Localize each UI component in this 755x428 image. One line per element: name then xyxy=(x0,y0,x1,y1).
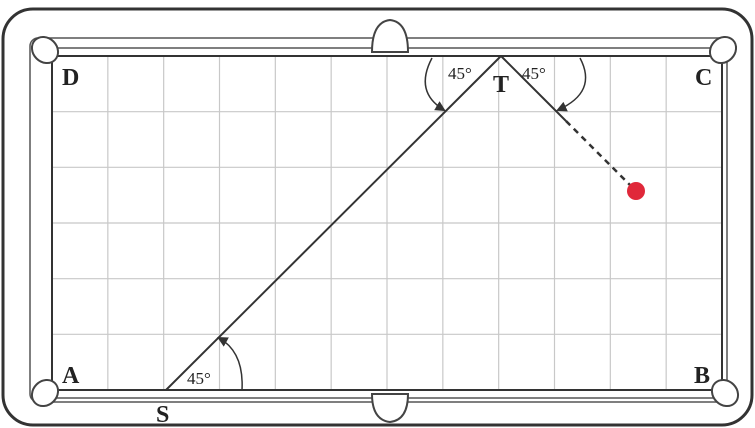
table-grid xyxy=(52,56,722,390)
angle-label-bounce-right: 45° xyxy=(522,64,546,83)
pocket-bottom-middle xyxy=(370,393,410,424)
shot-path-s-to-t xyxy=(165,55,502,391)
bounce-point-label: T xyxy=(493,72,509,98)
start-point-label: S xyxy=(156,402,169,428)
pocket-top-middle xyxy=(370,18,410,53)
angle-label-start: 45° xyxy=(187,369,211,388)
table-cushion xyxy=(29,37,728,403)
pocket-bottom-right xyxy=(710,378,740,408)
corner-label-top-right: C xyxy=(695,65,712,91)
pocket-top-left xyxy=(30,35,60,65)
corner-label-bottom-left: A xyxy=(62,363,80,389)
angle-arc-bounce-right xyxy=(556,57,587,112)
playing-surface-border xyxy=(51,55,723,391)
angle-label-bounce-left: 45° xyxy=(448,64,472,83)
corner-label-bottom-right: B xyxy=(694,363,710,389)
angle-arc-bounce-left xyxy=(424,57,446,112)
shot-path-extension-dashed xyxy=(565,120,634,189)
pocket-bottom-left xyxy=(30,378,60,408)
corner-label-top-left: D xyxy=(62,65,79,91)
angle-arc-start xyxy=(217,336,243,391)
target-ball xyxy=(627,182,645,200)
shot-path-t-rebound xyxy=(500,55,567,122)
pocket-top-right xyxy=(708,35,738,65)
